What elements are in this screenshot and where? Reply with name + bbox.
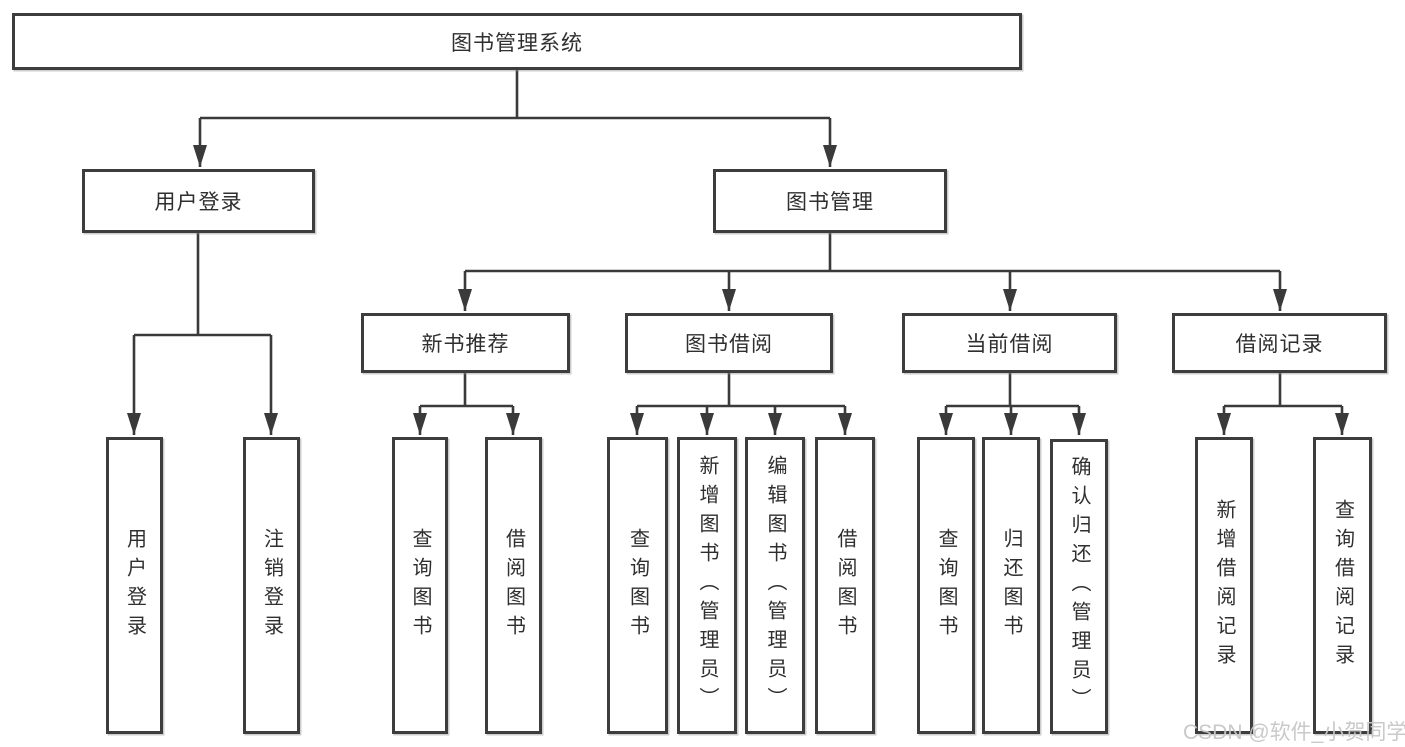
leaf-edit-books-admin: 编辑图书（管理员） [745,437,805,734]
node-borrowing-records: 借阅记录 [1172,313,1387,373]
leaf-borrow-books: 借阅图书 [815,437,875,734]
leaf-current-query-books: 查询图书 [917,437,975,734]
leaf-recommend-query-books: 查询图书 [392,437,448,734]
leaf-logout: 注销登录 [243,437,300,734]
node-current-borrowing: 当前借阅 [902,313,1117,373]
node-book-borrowing: 图书借阅 [625,313,833,373]
node-book-management: 图书管理 [713,169,947,233]
leaf-user-login: 用户登录 [106,437,163,734]
node-user-login: 用户登录 [82,169,315,233]
leaf-add-borrow-record: 新增借阅记录 [1195,437,1253,734]
leaf-borrow-query-books: 查询图书 [607,437,668,734]
leaf-confirm-return-admin: 确认归还（管理员） [1050,439,1108,734]
leaf-query-borrow-record: 查询借阅记录 [1313,437,1372,734]
leaf-return-books: 归还图书 [982,437,1040,734]
node-library-system: 图书管理系统 [12,13,1022,70]
leaf-add-books-admin: 新增图书（管理员） [677,437,737,734]
node-new-book-recommend: 新书推荐 [361,313,570,373]
leaf-recommend-borrow-books: 借阅图书 [485,437,542,734]
